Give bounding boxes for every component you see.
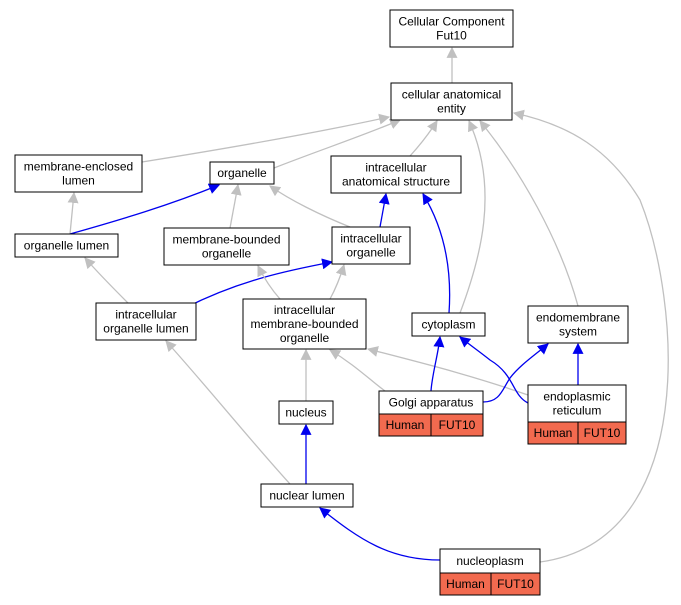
node-box xyxy=(411,312,486,337)
node-label: organelle lumen xyxy=(24,239,109,253)
node-label: organelle lumen xyxy=(103,322,188,336)
edges xyxy=(67,46,669,563)
node-label: reticulum xyxy=(553,404,602,418)
node-label: nucleoplasm xyxy=(456,554,523,568)
edge-part-of-io-to-ias xyxy=(378,192,390,228)
edge-is-a-nucleo-to-cae xyxy=(512,109,669,563)
node-label: membrane-enclosed xyxy=(24,160,133,174)
edge-part-of-cyto-to-ias xyxy=(422,193,451,314)
node-box xyxy=(14,154,143,193)
annotation-gene-label: FUT10 xyxy=(584,426,621,440)
node-label: intracellular xyxy=(365,161,426,175)
edge-part-of-iol-to-io xyxy=(184,258,334,309)
node-label: organelle xyxy=(280,331,330,345)
annotation-gene-cell xyxy=(490,572,541,596)
node-box xyxy=(163,227,290,266)
node-label: organelle xyxy=(217,166,267,180)
node-label: organelle xyxy=(346,246,396,260)
edge-is-a-iol-to-orglumen xyxy=(84,257,129,304)
edge-is-a-mel-to-cae xyxy=(141,113,391,163)
node-label: system xyxy=(559,325,597,339)
edge-is-a-nuclum-to-iol xyxy=(165,340,291,485)
edge-is-a-io-to-org xyxy=(269,185,351,228)
node-label: lumen xyxy=(62,174,95,188)
node-label: Fut10 xyxy=(436,29,467,43)
edge-part-of-nucleo-to-nuclum xyxy=(319,507,441,561)
node-label: organelle xyxy=(202,247,252,261)
node-box xyxy=(527,384,627,423)
node-label: intracellular xyxy=(340,232,401,246)
edge-part-of-orglumen-to-org xyxy=(69,183,221,235)
annotation-gene-label: FUT10 xyxy=(497,577,534,591)
node-box xyxy=(260,483,354,508)
node-box xyxy=(242,298,367,350)
annotation-gene-cell xyxy=(430,413,484,437)
node-label: intracellular xyxy=(115,308,176,322)
node-cyto[interactable]: cytoplasm xyxy=(411,312,486,337)
node-label: Golgi apparatus xyxy=(389,396,474,410)
node-box xyxy=(390,82,513,121)
edge-is-a-orglumen-to-mel xyxy=(67,191,79,235)
node-box xyxy=(209,161,275,185)
node-label: nuclear lumen xyxy=(269,489,344,503)
node-box xyxy=(331,226,411,265)
edge-part-of-golgi-to-cyto xyxy=(430,335,445,392)
node-label: cellular anatomical xyxy=(402,88,501,102)
node-box xyxy=(278,400,334,425)
edge-is-a-mbo-to-org xyxy=(229,183,242,229)
edge-is-a-cyto-to-cae xyxy=(459,119,486,314)
node-label: Cellular Component xyxy=(398,15,505,29)
edge-part-of-golgi-to-endo xyxy=(482,343,549,403)
node-orglumen[interactable]: organelle lumen xyxy=(14,233,119,258)
edge-is-a-imbo-to-mbo xyxy=(257,265,281,300)
node-box xyxy=(527,305,629,344)
node-box xyxy=(330,155,462,194)
edge-is-a-endo-to-cae xyxy=(479,120,579,307)
edge-is-a-ias-to-cae xyxy=(409,120,438,157)
node-label: anatomical structure xyxy=(342,175,450,189)
node-box xyxy=(14,233,119,258)
annotation-species-label: Human xyxy=(534,426,573,440)
node-box xyxy=(389,9,514,48)
edge-is-a-golgi-to-imbo xyxy=(329,349,386,392)
edge-is-a-org-to-cae xyxy=(273,118,402,169)
node-label: entity xyxy=(437,102,466,116)
edge-is-a-er-to-imbo xyxy=(366,346,529,396)
node-box xyxy=(95,302,197,341)
node-label: membrane-bounded xyxy=(250,317,358,331)
edge-part-of-er-to-cyto xyxy=(459,336,529,404)
node-nuclum[interactable]: nuclear lumen xyxy=(260,483,354,508)
node-nucleus[interactable]: nucleus xyxy=(278,400,334,425)
node-label: intracellular xyxy=(274,303,335,317)
annotation-species-label: Human xyxy=(446,577,485,591)
node-label: nucleus xyxy=(285,406,326,420)
edge-is-a-imbo-to-io xyxy=(329,263,347,300)
annotation-gene-cell xyxy=(577,421,627,445)
annotation-gene-label: FUT10 xyxy=(439,418,476,432)
node-label: endomembrane xyxy=(536,311,620,325)
node-label: cytoplasm xyxy=(421,318,475,332)
node-label: endoplasmic xyxy=(543,390,610,404)
node-label: membrane-bounded xyxy=(172,233,280,247)
node-org[interactable]: organelle xyxy=(209,161,275,185)
annotation-species-label: Human xyxy=(386,418,425,432)
